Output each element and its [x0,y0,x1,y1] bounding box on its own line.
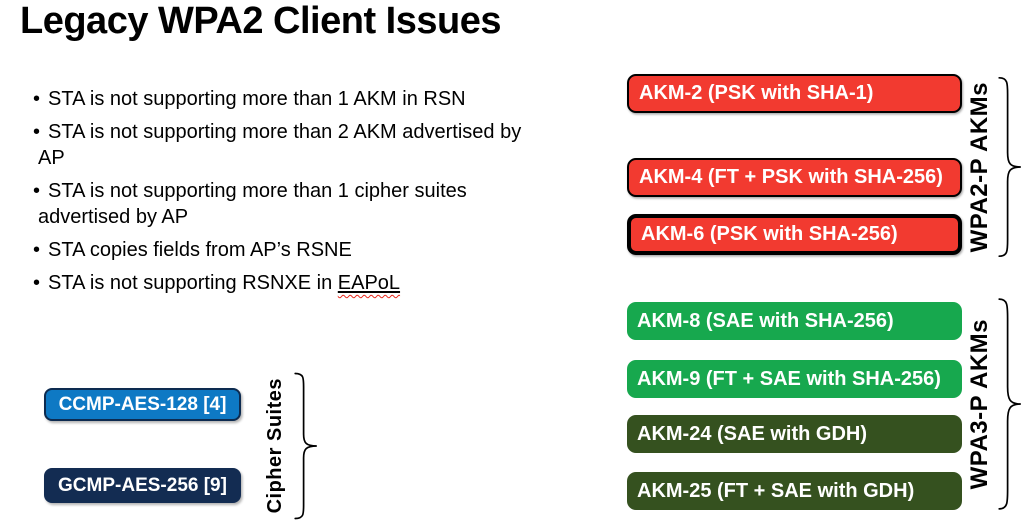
issue-item: • STA copies fields from AP’s RSNE [24,237,540,263]
issue-item: •STA is not supporting more than 2 AKM a… [24,119,540,171]
bullet-dot: • [33,88,41,110]
akm-9-label: AKM-9 (FT + SAE with SHA-256) [637,367,941,390]
akm-8-label: AKM-8 (SAE with SHA-256) [637,309,894,332]
page-title: Legacy WPA2 Client Issues [20,0,501,42]
akm-8-box: AKM-8 (SAE with SHA-256) [627,302,962,340]
akm-25-label: AKM-25 (FT + SAE with GDH) [637,479,915,502]
akm-2-label: AKM-2 (PSK with SHA-1) [639,82,874,104]
cipher-suites-brace [294,372,318,520]
issue-text: STA is not supporting RSNXE in EAPoL [48,272,400,294]
wpa2-akms-group-label: WPA2-P AKMs [966,81,993,253]
gcmp-aes-256-box: GCMP-AES-256 [9] [44,468,241,503]
akm-6-label: AKM-6 (PSK with SHA-256) [641,223,898,245]
ccmp-aes-128-box: CCMP-AES-128 [4] [44,388,241,421]
issues-list: • STA is not supporting more than 1 AKM i… [24,86,540,303]
ccmp-aes-128-label: CCMP-AES-128 [4] [58,393,227,415]
issue-text: STA is not supporting more than 1 AKM in… [48,88,466,110]
issue-text: STA is not supporting more than 1 cipher… [38,180,467,228]
wpa2-akms-brace [998,76,1022,258]
akm-24-box: AKM-24 (SAE with GDH) [627,415,962,453]
wpa3-akms-brace [998,297,1022,511]
wpa3-akms-group-label: WPA3-P AKMs [966,318,993,490]
cipher-suites-group-label: Cipher Suites [263,378,286,514]
issue-item: • STA is not supporting more than 1 AKM i… [24,86,540,112]
akm-6-box: AKM-6 (PSK with SHA-256) [627,214,962,255]
akm-4-box: AKM-4 (FT + PSK with SHA-256) [627,158,962,197]
bullet-dot: • [33,121,41,143]
issue-text: STA copies fields from AP’s RSNE [48,239,352,261]
bullet-dot: • [33,239,41,261]
issue-text-prefix: STA is not supporting RSNXE in [48,272,338,294]
gcmp-aes-256-label: GCMP-AES-256 [9] [58,474,227,496]
issue-text: STA is not supporting more than 2 AKM ad… [38,121,522,169]
bullet-dot: • [33,180,41,202]
underlined-term: EAPoL [338,272,400,294]
akm-2-box: AKM-2 (PSK with SHA-1) [627,74,962,113]
bullet-dot: • [33,272,41,294]
issue-item: •STA is not supporting more than 1 ciphe… [24,178,540,230]
issue-item: • STA is not supporting RSNXE in EAPoL [24,270,540,296]
spellcheck-squiggle-word: EAPoL [337,272,401,294]
akm-9-box: AKM-9 (FT + SAE with SHA-256) [627,360,962,398]
akm-24-label: AKM-24 (SAE with GDH) [637,422,867,445]
akm-25-box: AKM-25 (FT + SAE with GDH) [627,472,962,510]
akm-4-label: AKM-4 (FT + PSK with SHA-256) [639,166,943,188]
